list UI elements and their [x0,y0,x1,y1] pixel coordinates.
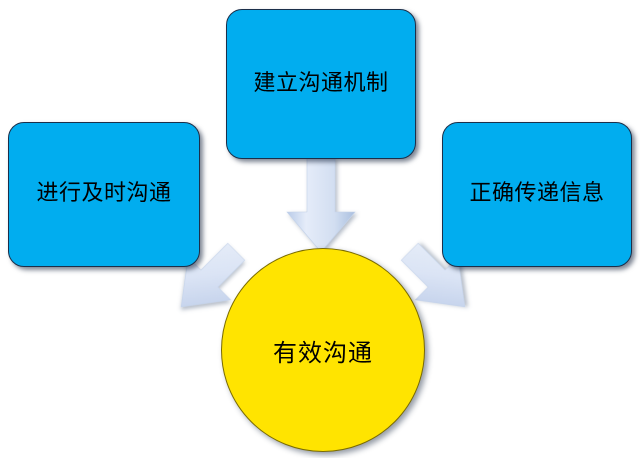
node-label-right: 正确传递信息 [469,181,605,207]
arrow-down-icon [285,157,357,254]
node-box-top[interactable]: 建立沟通机制 [226,9,416,159]
node-label-top: 建立沟通机制 [253,70,389,96]
arrow-down-left-icon [390,232,486,328]
node-box-right[interactable]: 正确传递信息 [442,122,632,267]
center-circle-label: 有效沟通 [273,338,373,367]
center-circle[interactable]: 有效沟通 [221,248,425,452]
node-box-left[interactable]: 进行及时沟通 [8,122,200,267]
arrow-down-right-icon [160,232,256,328]
node-label-left: 进行及时沟通 [36,181,172,207]
